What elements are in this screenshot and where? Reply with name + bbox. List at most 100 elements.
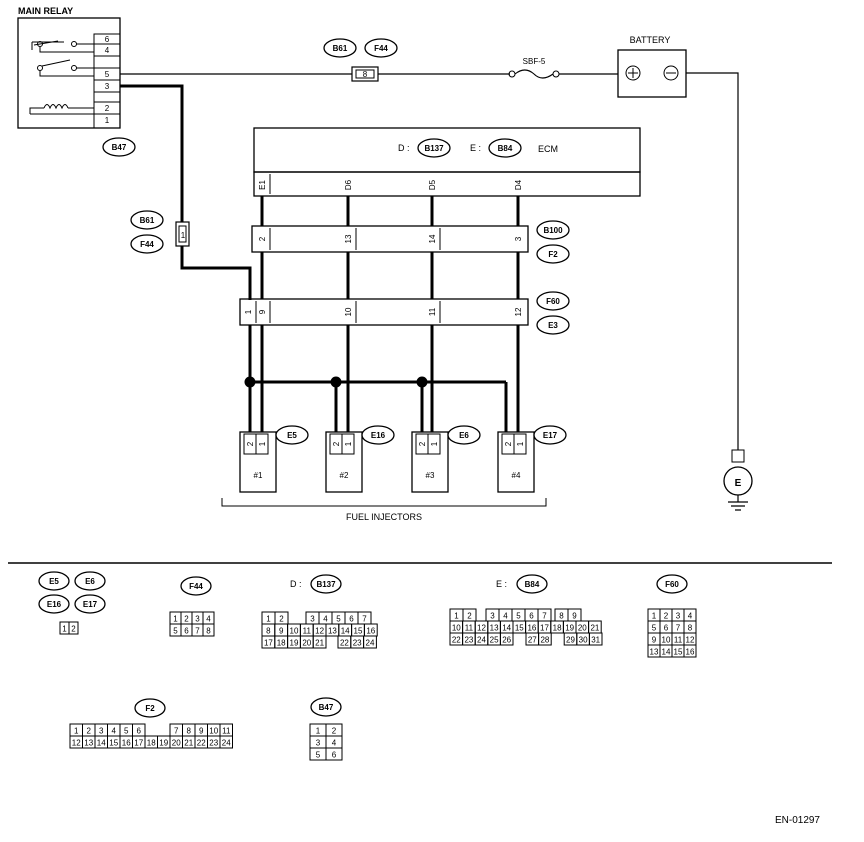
main-relay-title: MAIN RELAY <box>18 6 73 16</box>
legend-b84-pin: 13 <box>490 624 499 633</box>
f60-pin: 10 <box>344 307 353 316</box>
legend-b84-pin: 17 <box>540 624 549 633</box>
legend-b47-pin: 1 <box>316 727 321 736</box>
legend-e-connector-pin: 1 <box>62 625 67 634</box>
legend-f60-pin: 1 <box>652 612 657 621</box>
connector-f60-label: F60 <box>546 297 560 306</box>
injector-1-body <box>239 431 277 493</box>
legend-b84-pin: 1 <box>454 612 459 621</box>
legend-f60-pin: 16 <box>686 648 695 657</box>
legend-b137-pin: 23 <box>353 639 362 648</box>
ecm-pin: D4 <box>514 179 523 190</box>
f60-pin: 9 <box>258 309 267 314</box>
relay-pin: 3 <box>105 82 110 91</box>
legend-f60-pin: 7 <box>676 624 681 633</box>
connector-b100-label: B100 <box>543 226 563 235</box>
legend-b137-pin: 9 <box>279 627 284 636</box>
f60-pin: 12 <box>514 307 523 316</box>
legend-b84-pin: 2 <box>467 612 472 621</box>
legend-b84-cell <box>499 632 514 646</box>
pin-1-label: 1 <box>181 231 186 240</box>
legend-f60-pin: 4 <box>688 612 693 621</box>
legend-b47-pin: 2 <box>332 727 337 736</box>
legend-f2-pin: 9 <box>199 727 204 736</box>
legend-b84-pin: 24 <box>477 636 486 645</box>
legend-f44-pin: 2 <box>184 615 189 624</box>
legend-f2-pin: 1 <box>74 727 79 736</box>
legend-b137-pin: 8 <box>266 627 271 636</box>
fuse-label: SBF-5 <box>523 57 546 66</box>
legend-b47: B47 <box>319 703 334 712</box>
b100-pin: 14 <box>428 234 437 243</box>
f60-pin: 11 <box>428 307 437 316</box>
injector-pin: 1 <box>258 441 267 446</box>
legend-b137-pin: 13 <box>328 627 337 636</box>
legend-b47-pin: 3 <box>316 739 321 748</box>
legend-e16: E16 <box>47 600 62 609</box>
legend-f60-pin: 10 <box>662 636 671 645</box>
legend-b84: B84 <box>525 580 540 589</box>
legend-b137-cell <box>363 635 377 649</box>
legend-f2-pin: 16 <box>122 739 131 748</box>
injector-1-label: #1 <box>254 471 263 480</box>
legend-f2-pin: 17 <box>134 739 143 748</box>
legend-f44-pin: 7 <box>195 627 200 636</box>
legend-f60-pin: 15 <box>674 648 683 657</box>
legend-f2-pin: 18 <box>147 739 156 748</box>
connector-b100-f2 <box>251 225 529 253</box>
legend-f2-pin: 23 <box>209 739 218 748</box>
legend-f60-pin: 14 <box>662 648 671 657</box>
ecm-label: ECM <box>538 144 558 154</box>
legend-f60-pin: 3 <box>676 612 681 621</box>
legend-e17: E17 <box>83 600 98 609</box>
legend-b84-cell <box>588 632 603 646</box>
legend-f60: F60 <box>665 580 679 589</box>
injector-1-connector: E5 <box>287 431 297 440</box>
legend-f2-pin: 5 <box>124 727 129 736</box>
legend-f60-pin: 13 <box>650 648 659 657</box>
legend-f60-cell <box>683 644 697 658</box>
ground-label: E <box>735 478 742 489</box>
legend-b84-pin: 7 <box>542 612 547 621</box>
injector-pin: 2 <box>332 441 341 446</box>
injector-2-body <box>325 431 363 493</box>
legend-b137-pin: 2 <box>279 615 284 624</box>
fuse-symbol <box>514 69 554 79</box>
legend-b84-pin: 15 <box>515 624 524 633</box>
legend-e5: E5 <box>49 577 59 586</box>
legend-b84-pin: 31 <box>591 636 600 645</box>
ecm-pin: D6 <box>344 179 353 190</box>
legend-f2-pin: 19 <box>159 739 168 748</box>
injector-2-label: #2 <box>340 471 349 480</box>
legend-b84-pin: 6 <box>529 612 534 621</box>
connector-e3-label: E3 <box>548 321 558 330</box>
legend-b84-pin: 16 <box>527 624 536 633</box>
relay-pin: 4 <box>105 46 110 55</box>
legend-f2-pin: 13 <box>84 739 93 748</box>
legend-b137-pin: 4 <box>323 615 328 624</box>
legend-b84-pin: 14 <box>502 624 511 633</box>
injector-4-label: #4 <box>512 471 521 480</box>
legend-b137-pin: 21 <box>315 639 324 648</box>
legend-b84-pin: 12 <box>477 624 486 633</box>
legend-b137: B137 <box>316 580 336 589</box>
ecm-pin-row <box>253 171 641 197</box>
legend-f2-pin: 7 <box>174 727 179 736</box>
legend-b47-cell <box>325 747 343 761</box>
legend-b84-pin: 28 <box>540 636 549 645</box>
figure-code: EN-01297 <box>775 815 820 826</box>
legend-e6: E6 <box>85 577 95 586</box>
legend-f2-pin: 15 <box>109 739 118 748</box>
battery-label: BATTERY <box>630 35 671 45</box>
legend-f60-pin: 11 <box>674 636 683 645</box>
legend-b137-pin: 6 <box>349 615 354 624</box>
ecm-connector-d: B137 <box>424 144 444 153</box>
relay-pin: 5 <box>105 70 110 79</box>
connector-b61-label: B61 <box>140 216 155 225</box>
legend-f44-pin: 1 <box>173 615 178 624</box>
legend-b137-pin: 24 <box>366 639 375 648</box>
legend-b84-pin: 4 <box>503 612 508 621</box>
injector-pin: 2 <box>418 441 427 446</box>
